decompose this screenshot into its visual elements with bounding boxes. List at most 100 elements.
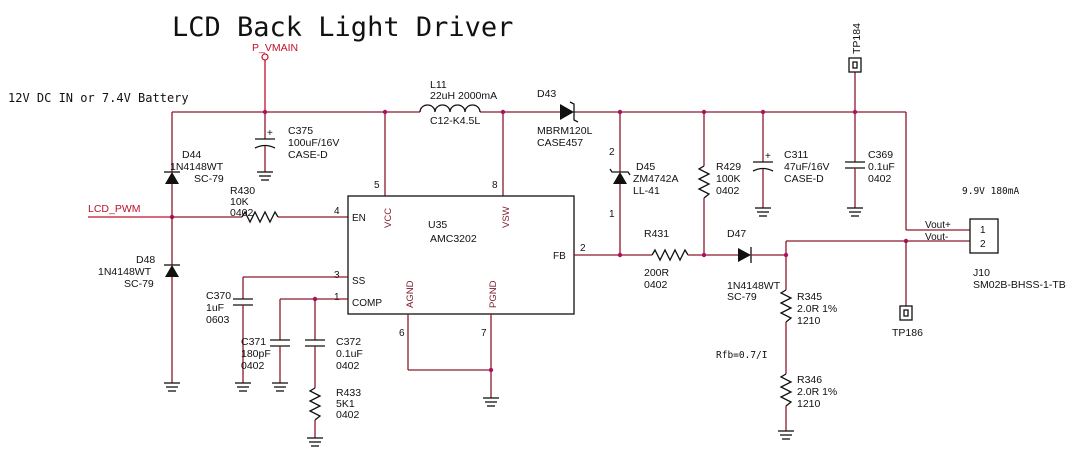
pin-3-number: 3 [334,270,340,281]
d44-diode: D44 1N4148WT SC-79 [164,112,224,217]
c369-ref: C369 [868,149,893,161]
r431-value: 200R [644,267,670,279]
lcd-pwm-net: LCD_PWM [88,203,175,220]
tp186-test-point: TP186 [892,241,923,339]
d43-ref: D43 [537,88,556,100]
tp186-label: TP186 [892,327,923,339]
top-rail-wires [172,111,970,231]
c372-value: 0.1uF [336,348,363,360]
c371-package: 0402 [241,360,265,372]
c370-ref: C370 [206,290,231,302]
l11-ref: L11 [430,79,447,91]
r430-ref: R430 [230,185,255,197]
j10-part: SM02B-BHSS-1-TB [973,279,1066,291]
rfb-note: Rfb=0.7/I [716,350,767,361]
pin-2-number: 2 [580,243,586,254]
r433-value: 5K1 [336,398,355,410]
r433-ref: R433 [336,387,361,399]
r346-package: 1210 [797,398,821,410]
svg-text:+: + [267,128,273,139]
d47-part: 1N4148WT [727,280,781,292]
tp184-label: TP184 [851,23,863,54]
r345-value: 2.0R 1% [797,303,837,315]
pin-5-number: 5 [374,180,380,191]
tp184-test-point: TP184 [848,23,863,112]
d48-package: SC-79 [124,278,154,290]
r429-resistor: R429 100K 0402 [697,112,741,255]
c311-package: CASE-D [784,173,824,185]
c371-ref: C371 [241,336,266,348]
l11-value: 22uH 2000mA [430,90,497,102]
d47-package: SC-79 [727,291,757,303]
r429-value: 100K [716,173,741,185]
d45-ref: D45 [636,161,655,173]
r345-package: 1210 [797,315,821,327]
pin-1-number: 1 [334,292,340,303]
u35-part: AMC3202 [430,233,477,245]
c370-capacitor: C370 1uF 0603 [206,276,348,392]
d44-package: SC-79 [194,173,224,185]
pin-vsw-label: VSW [501,206,512,228]
r431-package: 0402 [644,279,668,291]
vout-plus-label: Vout+ [925,220,951,231]
input-note: 12V DC IN or 7.4V Battery [8,91,189,105]
diagram-title: LCD Back Light Driver [172,12,513,43]
d44-ref: D44 [182,149,201,161]
r429-ref: R429 [716,161,741,173]
d48-part: 1N4148WT [98,266,152,278]
c375-capacitor: + C375 100uF/16V CASE-D [254,112,339,181]
p-vmain-label: P_VMAIN [252,42,298,54]
c375-package: CASE-D [288,149,328,161]
r431-ref: R431 [644,228,669,240]
r433-package: 0402 [336,409,360,421]
c311-value: 47uF/16V [784,161,830,173]
pin-7-number: 7 [481,328,487,339]
ic-ground-wires [407,314,499,407]
d43-package: CASE457 [537,137,583,149]
pin-fb-label: FB [553,251,566,262]
d45-package: LL-41 [633,185,660,197]
r345-ref: R345 [797,291,822,303]
d45-pin-2: 2 [609,147,615,158]
d45-part: ZM4742A [633,173,679,185]
pin-comp-label: COMP [352,298,382,309]
p-vmain-port: P_VMAIN [252,42,298,112]
c369-value: 0.1uF [868,161,895,173]
r430-value: 10K [230,196,249,208]
c372-package: 0402 [336,360,360,372]
u35-ref: U35 [428,219,447,231]
r346-ref: R346 [797,374,822,386]
pin-ss-label: SS [352,276,366,287]
d47-ref: D47 [727,228,746,240]
d45-pin-1: 1 [609,209,615,220]
c375-ref: C375 [288,125,313,137]
c370-value: 1uF [206,302,224,314]
pin-pgnd-label: PGND [488,280,499,308]
l11-package: C12-K4.5L [430,115,480,127]
d43-part: MBRM120L [537,125,593,137]
d48-diode: D48 1N4148WT SC-79 [98,217,180,392]
c369-capacitor: C369 0.1uF 0402 [845,112,895,217]
r430-package: 0402 [230,207,254,219]
c375-value: 100uF/16V [288,137,339,149]
r430-resistor: R430 10K 0402 [172,185,348,224]
pin-vcc-label: VCC [383,208,394,228]
d43-schottky-diode: D43 MBRM120L CASE457 [537,88,593,149]
j10-connector: 1 2 Vout+ Vout- J10 SM02B-BHSS-1-TB [925,218,1066,291]
u35-ic: U35 AMC3202 EN SS COMP FB VCC VSW AGND P… [334,180,586,339]
j10-pin-1: 1 [980,225,986,236]
c372-ref: C372 [336,336,361,348]
pin-4-number: 4 [334,206,340,217]
c311-ref: C311 [784,149,808,161]
c311-capacitor: + C311 47uF/16V CASE-D [752,112,830,217]
d45-zener-diode: 2 1 D45 ZM4742A LL-41 [609,112,679,255]
j10-ref: J10 [973,267,990,279]
vout-minus-label: Vout- [925,232,948,243]
comp-network [270,296,348,447]
svg-text:+: + [765,151,771,162]
d48-ref: D48 [136,254,155,266]
j10-pin-2: 2 [980,239,986,250]
pin-8-number: 8 [492,180,498,191]
fb-network [574,247,786,263]
r346-value: 2.0R 1% [797,386,837,398]
